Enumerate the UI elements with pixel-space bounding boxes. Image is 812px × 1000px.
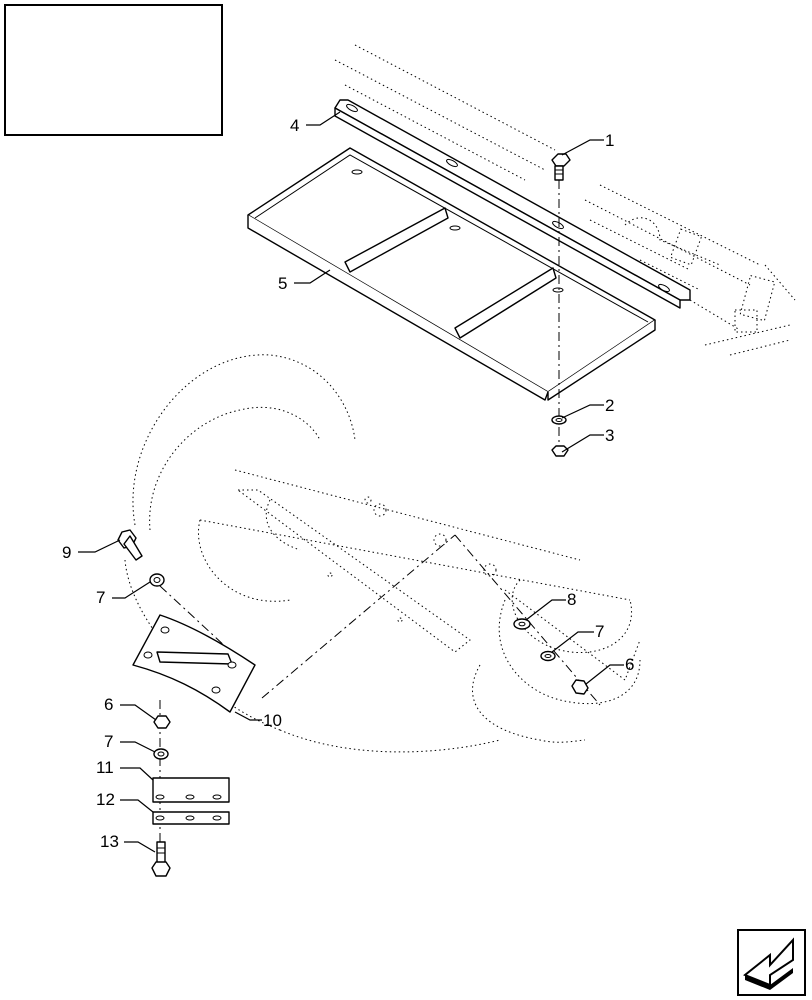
nut-part-6-right (571, 679, 589, 695)
callout-7-right: 7 (595, 622, 604, 641)
callout-6-left: 6 (104, 695, 113, 714)
callout-6-right: 6 (625, 655, 634, 674)
callout-13: 13 (100, 832, 119, 851)
callout-5: 5 (278, 274, 287, 293)
title-block (4, 4, 223, 136)
callout-10: 10 (263, 711, 282, 730)
callout-4: 4 (290, 116, 299, 135)
callout-leaders (78, 111, 624, 853)
callout-3: 3 (605, 426, 614, 445)
callout-9: 9 (62, 543, 71, 562)
callout-labels: 1 2 3 4 5 6 6 7 7 7 8 9 10 11 12 13 (62, 116, 634, 851)
callout-12: 12 (96, 790, 115, 809)
callout-2: 2 (605, 396, 614, 415)
mounting-strip-part-4 (334, 99, 691, 309)
curved-plate-part-10 (132, 614, 256, 713)
frame-phantom-lines (334, 44, 796, 356)
nut-part-6-left (153, 715, 171, 729)
callout-7-lower-left: 7 (104, 732, 113, 751)
callout-7-upper-left: 7 (96, 588, 105, 607)
washer-part-7-left (149, 573, 165, 587)
lower-fastener-stack (151, 700, 230, 877)
bolt-part-9 (117, 529, 143, 561)
tray-part-5 (247, 147, 656, 401)
bolt-part-13-head (151, 861, 171, 877)
callout-1: 1 (605, 131, 614, 150)
callout-11: 11 (96, 758, 114, 777)
nut-part-3 (551, 445, 569, 457)
axle-housing-outline (124, 354, 641, 753)
fastener-stack-right (454, 534, 601, 706)
center-line-plate (261, 534, 456, 699)
bolt-part-1 (551, 153, 571, 181)
callout-8: 8 (567, 590, 576, 609)
next-page-arrow-icon[interactable] (737, 929, 806, 996)
